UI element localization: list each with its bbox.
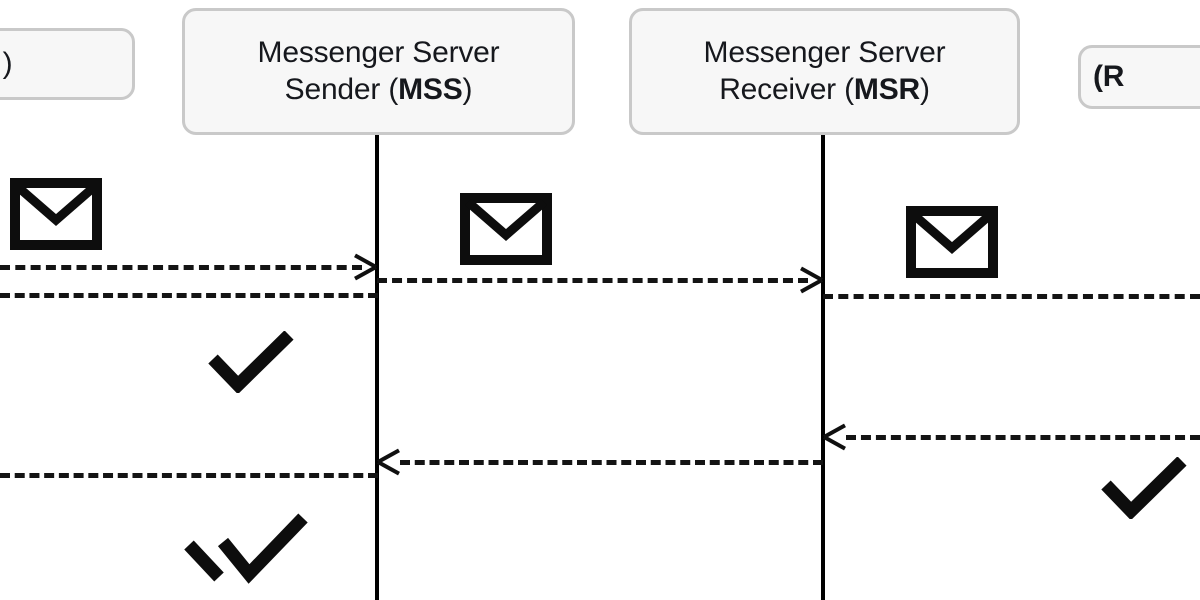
participant-label-mss: Messenger Server Sender (MSS) <box>258 35 500 109</box>
single-check-icon <box>1100 457 1188 519</box>
arrowhead-message-1 <box>352 250 378 281</box>
lifeline-msr <box>821 135 825 600</box>
message-line-1 <box>0 265 362 270</box>
double-check-icon <box>183 512 311 584</box>
participant-box-right-partial[interactable]: (R <box>1078 45 1200 109</box>
participant-box-mss[interactable]: Messenger Server Sender (MSS) <box>182 8 575 135</box>
participant-label-mss-line1: Messenger Server <box>257 35 500 69</box>
participant-box-msr[interactable]: Messenger Server Receiver (MSR) <box>629 8 1020 135</box>
participant-abbr-mss: MSS <box>398 72 463 106</box>
participant-label-mss-line2-suffix: ) <box>462 72 473 106</box>
arrowhead-message-6 <box>376 445 402 476</box>
participant-label-msr: Messenger Server Receiver (MSR) <box>704 35 946 109</box>
arrowhead-message-5 <box>822 420 848 451</box>
envelope-icon <box>460 193 552 265</box>
envelope-icon <box>906 206 998 278</box>
participant-label-mss-line2-prefix: Sender ( <box>284 72 399 106</box>
participant-label-msr-line2-suffix: ) <box>919 72 930 106</box>
participant-abbr-msr: MSR <box>853 72 920 106</box>
single-check-icon <box>207 331 295 393</box>
arrowhead-message-2 <box>798 263 824 294</box>
message-line-2 <box>377 278 808 283</box>
message-line-7 <box>0 473 378 478</box>
participant-label-right-partial: (R <box>1093 59 1125 93</box>
participant-label-msr-line1: Messenger Server <box>703 35 946 69</box>
message-line-4 <box>823 294 1200 299</box>
lifeline-mss <box>375 135 379 600</box>
envelope-icon <box>10 178 102 250</box>
participant-label-left-partial: ) <box>2 46 13 80</box>
message-line-6 <box>400 460 823 465</box>
message-line-5 <box>846 435 1200 440</box>
participant-label-msr-line2-prefix: Receiver ( <box>719 72 854 106</box>
message-line-3 <box>0 293 378 298</box>
participant-box-left-partial[interactable]: ) <box>0 28 135 100</box>
